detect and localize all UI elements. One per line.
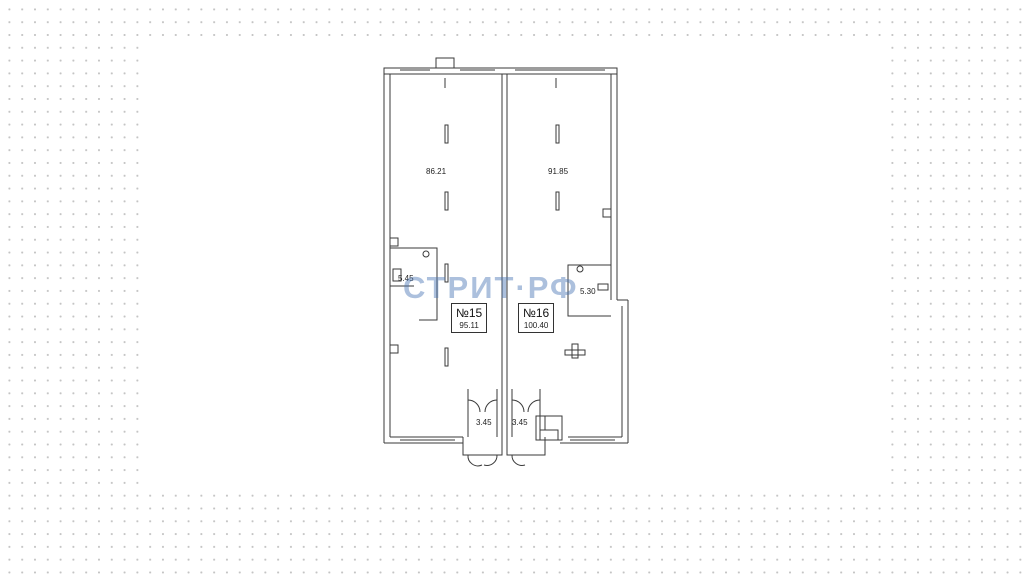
top-wall <box>383 67 618 75</box>
room-area-unit16: 91.85 <box>548 167 569 176</box>
vestibule-area-left: 3.45 <box>476 418 492 427</box>
unit-number: №15 <box>456 306 483 320</box>
wc-area-unit16: 5.30 <box>580 287 596 296</box>
room-area-unit15: 86.21 <box>426 167 447 176</box>
watermark-logo: СТРИТ·РФ <box>403 270 579 305</box>
unit-area: 95.11 <box>459 320 479 330</box>
vestibule-area-right: 3.45 <box>512 418 528 427</box>
wc-area-unit15: 5.45 <box>398 274 414 283</box>
unit-label-16: №16 100.40 <box>518 303 555 333</box>
unit-number: №16 <box>523 306 550 320</box>
unit-area: 100.40 <box>523 320 549 330</box>
unit-label-15: №15 95.11 <box>451 303 488 333</box>
